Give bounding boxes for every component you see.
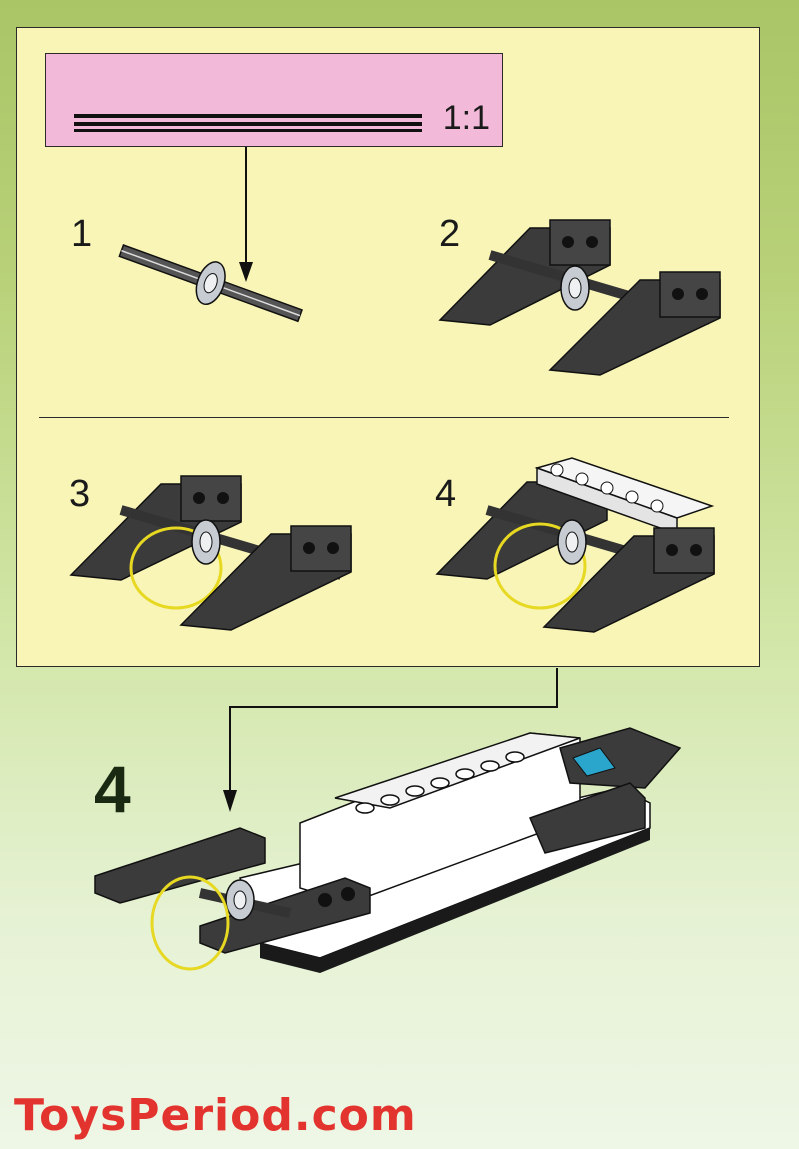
step-number-3: 3 bbox=[69, 473, 91, 515]
watermark-text: ToysPeriod.com bbox=[14, 1090, 417, 1141]
step-4-assembly bbox=[435, 457, 715, 633]
step-number-4: 4 bbox=[435, 473, 457, 515]
step-divider bbox=[39, 417, 729, 418]
step-number-2: 2 bbox=[439, 213, 461, 255]
step-2-assembly bbox=[438, 219, 721, 376]
step-number-1: 1 bbox=[71, 213, 93, 255]
scale-label: 1:1 bbox=[442, 99, 490, 137]
axle-scale-box: 1:1 bbox=[45, 53, 503, 147]
main-assembly-illustration bbox=[94, 727, 682, 973]
axle-scale-drawing bbox=[74, 114, 422, 132]
step-3-assembly bbox=[69, 475, 352, 631]
step-1-axle-illustration bbox=[118, 244, 303, 323]
main-step-number: 4 bbox=[94, 752, 131, 826]
